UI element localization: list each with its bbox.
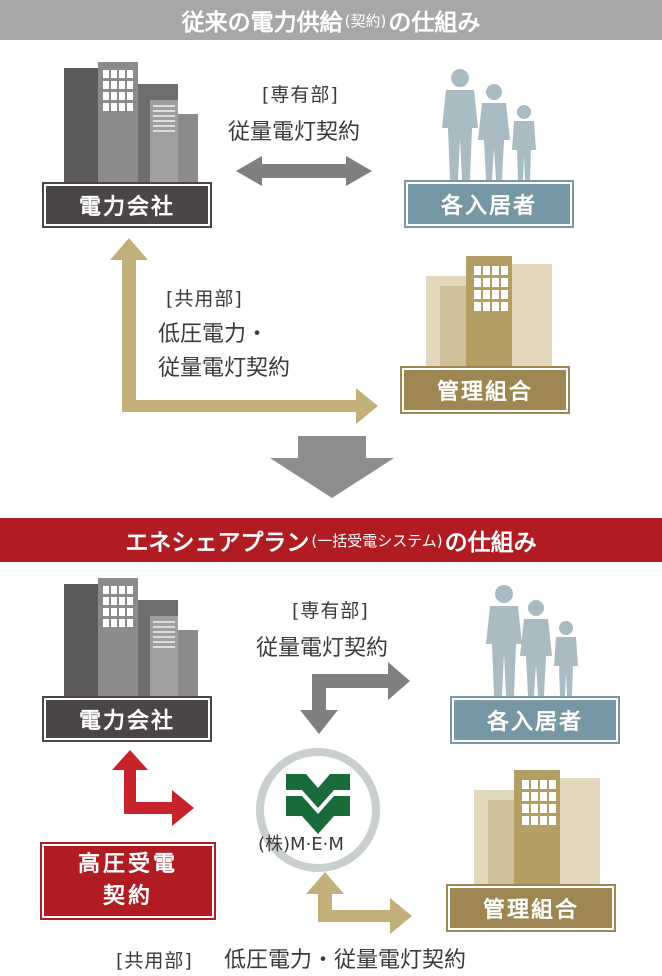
- section2-power-company-box: 電力会社: [42, 696, 212, 742]
- section2-title-paren: (一括受電システム): [311, 531, 443, 550]
- section2-common-contract: 低圧電力・従量電灯契約: [224, 948, 467, 973]
- double-arrow-icon: [236, 156, 372, 186]
- section1-title-paren: (契約): [344, 11, 387, 30]
- power-company-building-icon: [64, 578, 198, 696]
- mem-common-route-arrow-icon: [306, 872, 412, 934]
- section2-residents-label: 各入居者: [486, 710, 583, 735]
- section2-title-tail: の仕組み: [444, 530, 537, 556]
- section1-title-main: 従来の電力供給: [181, 10, 343, 36]
- section1-private-tag: [専有部]: [262, 84, 339, 106]
- section1-management-label: 管理組合: [436, 380, 533, 405]
- section1-power-company-box: 電力会社: [42, 182, 212, 228]
- management-building-icon: [426, 256, 552, 368]
- section1-common-contract-line1: 低圧電力・: [158, 322, 269, 347]
- section1-power-company-label: 電力会社: [78, 195, 175, 220]
- section1-banner: 従来の電力供給(契約)の仕組み: [0, 0, 662, 40]
- high-voltage-contract-line2: 契約: [102, 884, 153, 909]
- section1-common-tag: [共用部]: [166, 288, 243, 310]
- high-voltage-route-arrow-icon: [112, 750, 194, 826]
- management-building-icon: [474, 770, 600, 884]
- section1-common-contract-line2: 従量電灯契約: [158, 356, 291, 381]
- section2-banner: エネシェアプラン(一括受電システム)の仕組み: [0, 518, 662, 562]
- section2-common-tag: [共用部]: [116, 950, 193, 972]
- high-voltage-contract-box: 高圧受電 契約: [40, 842, 216, 920]
- power-company-building-icon: [64, 62, 198, 182]
- section1-management-box: 管理組合: [400, 366, 570, 414]
- section2-private-contract: 従量電灯契約: [256, 636, 389, 661]
- section2-title-main: エネシェアプラン: [125, 530, 310, 556]
- mem-company-label: (株)M·E·M: [258, 834, 344, 855]
- section1-residents-box: 各入居者: [404, 180, 574, 228]
- mem-private-route-arrow-icon: [300, 662, 410, 734]
- section1-private-contract: 従量電灯契約: [228, 120, 361, 145]
- section2-residents-box: 各入居者: [450, 696, 620, 744]
- residents-people-icon: [486, 585, 578, 696]
- common-route-arrow-icon: [110, 238, 378, 424]
- section2-private-tag: [専有部]: [292, 600, 369, 622]
- section1-title-tail: の仕組み: [388, 10, 481, 36]
- section1-residents-label: 各入居者: [440, 194, 537, 219]
- transition-down-arrow-icon: [270, 436, 394, 498]
- section2-power-company-label: 電力会社: [78, 709, 175, 734]
- mem-logo-icon: [256, 748, 380, 872]
- high-voltage-contract-line1: 高圧受電: [77, 852, 178, 877]
- section2-management-label: 管理組合: [482, 898, 579, 923]
- residents-people-icon: [442, 69, 536, 180]
- section2-management-box: 管理組合: [446, 884, 616, 932]
